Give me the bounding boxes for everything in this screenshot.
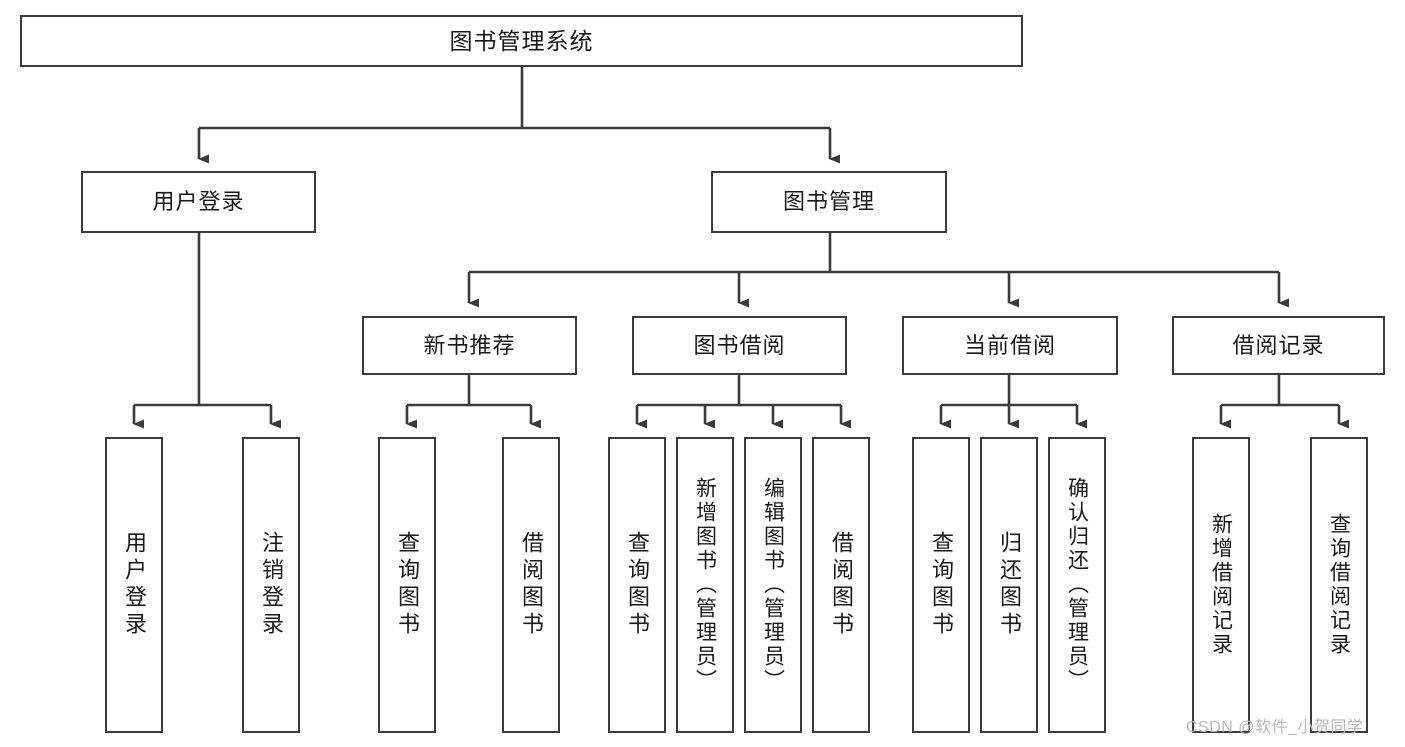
leaf-user-login-label: 用户登录: [122, 531, 147, 639]
node-borrow-record-label: 借阅记录: [1232, 332, 1325, 358]
leaf-add-record[interactable]: 新增借阅记录: [1192, 437, 1250, 733]
node-new-book-recommend[interactable]: 新书推荐: [362, 316, 577, 375]
leaf-query-book-3-label: 查询图书: [929, 531, 954, 639]
node-root[interactable]: 图书管理系统: [20, 15, 1023, 67]
leaf-query-record-label: 查询借阅记录: [1327, 513, 1351, 657]
node-borrow-record[interactable]: 借阅记录: [1172, 316, 1385, 375]
node-root-label: 图书管理系统: [449, 27, 594, 54]
leaf-borrow-book-1[interactable]: 借阅图书: [502, 437, 560, 733]
node-user-login-label: 用户登录: [152, 189, 245, 215]
leaf-query-book-2-label: 查询图书: [625, 531, 650, 639]
leaf-add-book-label: 新增图书（管理员）: [693, 477, 717, 693]
node-current-borrow-label: 当前借阅: [963, 332, 1056, 358]
node-book-borrow-label: 图书借阅: [693, 332, 786, 358]
watermark-text: CSDN @软件_小贺同学: [1186, 719, 1364, 736]
leaf-add-record-label: 新增借阅记录: [1209, 513, 1233, 657]
node-new-book-recommend-label: 新书推荐: [423, 332, 516, 358]
leaf-confirm-return-label: 确认归还（管理员）: [1065, 477, 1089, 693]
leaf-confirm-return[interactable]: 确认归还（管理员）: [1048, 437, 1106, 733]
leaf-borrow-book-2-label: 借阅图书: [829, 531, 854, 639]
leaf-add-book[interactable]: 新增图书（管理员）: [676, 437, 734, 733]
leaf-query-book-1-label: 查询图书: [395, 531, 420, 639]
leaf-logout-label: 注销登录: [259, 531, 284, 639]
leaf-query-book-2[interactable]: 查询图书: [608, 437, 666, 733]
node-book-borrow[interactable]: 图书借阅: [632, 316, 847, 375]
node-user-login[interactable]: 用户登录: [81, 171, 316, 233]
leaf-query-record[interactable]: 查询借阅记录: [1310, 437, 1368, 733]
leaf-user-login[interactable]: 用户登录: [105, 437, 163, 733]
node-current-borrow[interactable]: 当前借阅: [902, 316, 1118, 375]
leaf-edit-book-label: 编辑图书（管理员）: [761, 477, 785, 693]
leaf-edit-book[interactable]: 编辑图书（管理员）: [744, 437, 802, 733]
node-book-manage-label: 图书管理: [782, 189, 875, 215]
leaf-query-book-3[interactable]: 查询图书: [912, 437, 970, 733]
node-book-manage[interactable]: 图书管理: [711, 171, 947, 233]
leaf-borrow-book-1-label: 借阅图书: [519, 531, 544, 639]
leaf-return-book[interactable]: 归还图书: [980, 437, 1038, 733]
leaf-return-book-label: 归还图书: [997, 531, 1022, 639]
leaf-borrow-book-2[interactable]: 借阅图书: [812, 437, 870, 733]
leaf-query-book-1[interactable]: 查询图书: [378, 437, 436, 733]
leaf-logout[interactable]: 注销登录: [242, 437, 300, 733]
